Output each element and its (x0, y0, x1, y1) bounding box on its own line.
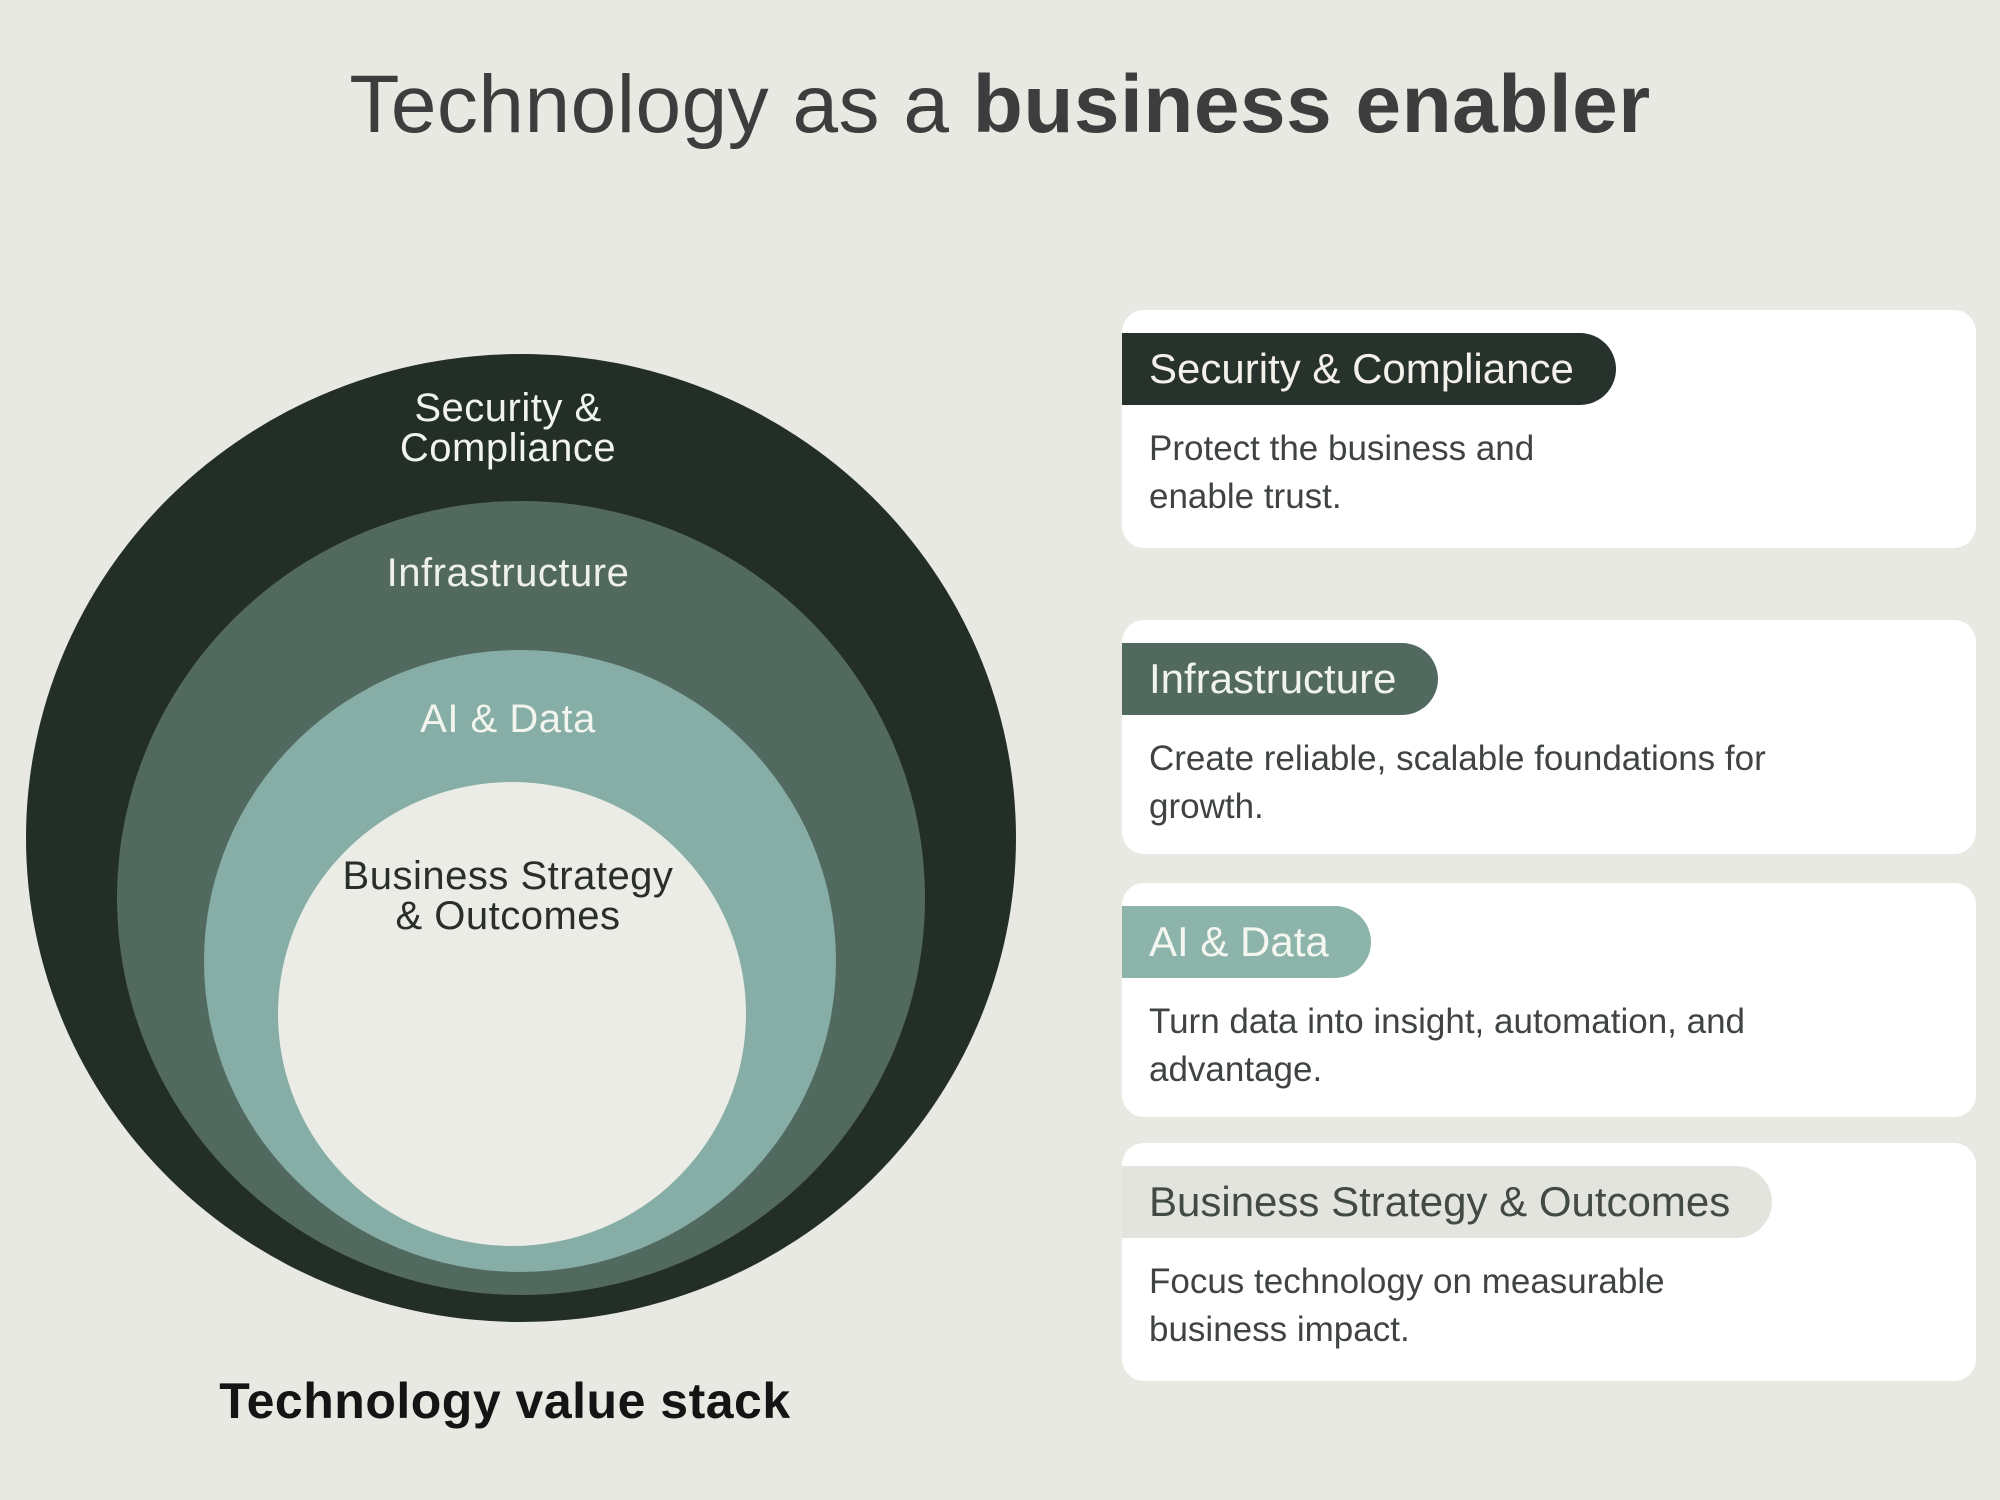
card-body-infrastructure: Create reliable, scalable foundations fo… (1149, 739, 1766, 826)
page-title: Technology as a business enabler (0, 58, 2000, 152)
ring-business-strategy (278, 782, 746, 1246)
ring-label-infrastructure: Infrastructure (386, 551, 630, 595)
ring-label-business-strategy: Business Strategy & Outcomes (342, 854, 674, 938)
card-pill-infrastructure: Infrastructure (1122, 643, 1439, 715)
ring-label-ai-data: AI & Data (420, 697, 596, 741)
card-business-strategy: Business Strategy & Outcomes Focus techn… (1122, 1143, 1976, 1381)
card-pill-security-compliance: Security & Compliance (1122, 333, 1616, 405)
card-body-ai-data: Turn data into insight, automation, and … (1149, 1002, 1746, 1089)
card-pill-ai-data: AI & Data (1122, 906, 1371, 978)
page-title-bold: business enabler (972, 59, 1651, 150)
page-title-regular: Technology as a (349, 59, 973, 150)
card-pill-business-strategy: Business Strategy & Outcomes (1122, 1166, 1773, 1238)
card-security-compliance: Security & Compliance Protect the busine… (1122, 310, 1976, 548)
card-body-business-strategy: Focus technology on measurable business … (1149, 1262, 1665, 1349)
diagram-caption: Technology value stack (219, 1373, 791, 1429)
nested-circles-diagram (26, 354, 1016, 1322)
card-infrastructure: Infrastructure Create reliable, scalable… (1122, 620, 1976, 854)
card-ai-data: AI & Data Turn data into insight, automa… (1122, 883, 1976, 1117)
card-body-security-compliance: Protect the business and enable trust. (1149, 429, 1535, 516)
ring-label-security-compliance: Security & Compliance (399, 386, 617, 470)
